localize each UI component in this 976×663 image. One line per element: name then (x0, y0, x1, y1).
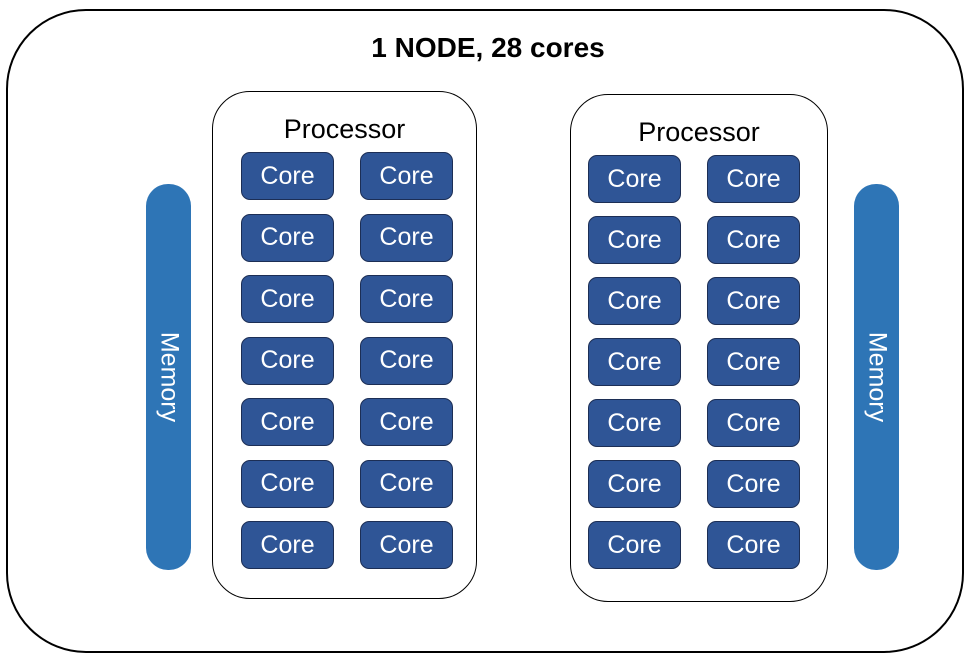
core-box: Core (360, 521, 453, 569)
processor-title: Processor (283, 114, 406, 144)
memory-label: Memory (863, 331, 891, 423)
core-box: Core (707, 399, 800, 447)
core-box: Core (588, 399, 681, 447)
core-box: Core (360, 152, 453, 200)
core-box: Core (707, 521, 800, 569)
core-box: Core (588, 155, 681, 203)
core-box: Core (241, 275, 334, 323)
core-box: Core (588, 216, 681, 264)
core-box: Core (241, 152, 334, 200)
core-box: Core (707, 155, 800, 203)
memory-bar-left: Memory (146, 184, 191, 570)
core-box: Core (588, 338, 681, 386)
core-box: Core (360, 398, 453, 446)
core-box: Core (241, 521, 334, 569)
memory-bar-right: Memory (854, 184, 899, 570)
core-box: Core (588, 521, 681, 569)
core-box: Core (707, 277, 800, 325)
node-title: 1 NODE, 28 cores (371, 32, 605, 63)
core-box: Core (360, 275, 453, 323)
core-box: Core (360, 213, 453, 262)
core-box: Core (241, 459, 334, 508)
core-box: Core (707, 460, 800, 508)
processor-title: Processor (638, 117, 760, 147)
core-box: Core (241, 398, 334, 446)
core-box: Core (360, 336, 453, 385)
core-box: Core (588, 460, 681, 508)
core-box: Core (588, 277, 681, 325)
core-box: Core (707, 216, 800, 264)
memory-label: Memory (155, 331, 183, 423)
core-box: Core (360, 459, 453, 508)
core-box: Core (241, 213, 334, 262)
core-box: Core (707, 338, 800, 386)
core-box: Core (241, 336, 334, 385)
